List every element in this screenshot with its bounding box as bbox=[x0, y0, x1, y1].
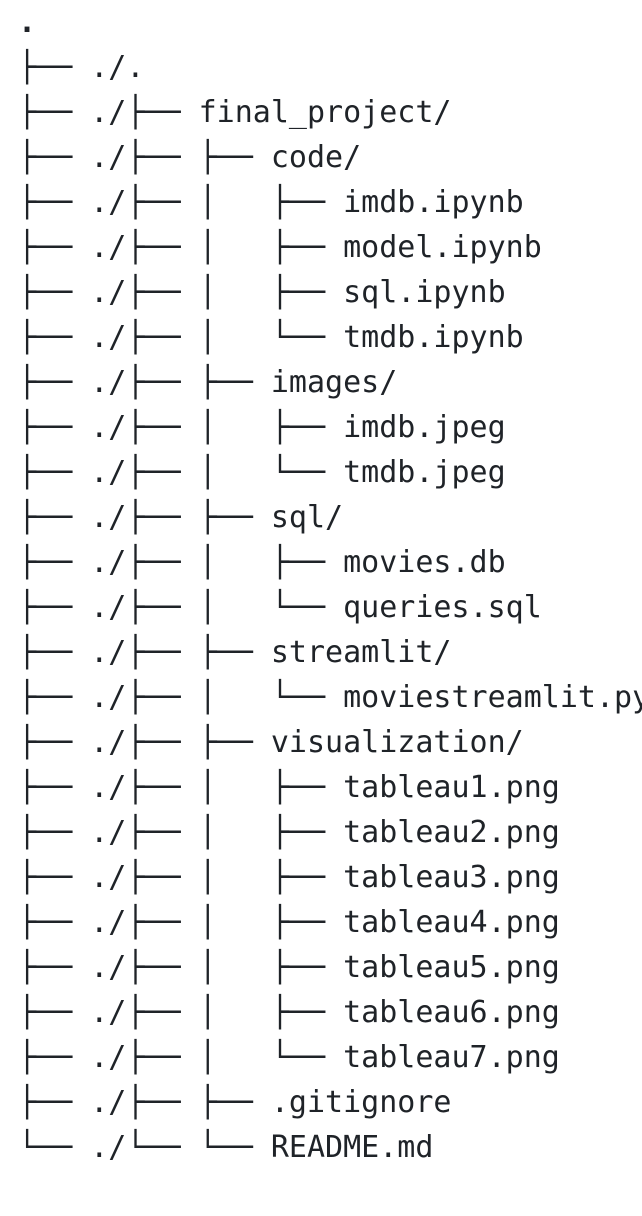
directory-tree: . ├── ./. ├── ./├── final_project/ ├── .… bbox=[18, 0, 642, 1170]
tree-line: ├── ./├── │ ├── imdb.jpeg bbox=[18, 410, 506, 445]
tree-line: ├── ./├── │ ├── tableau5.png bbox=[18, 950, 560, 985]
tree-line: ├── ./├── │ ├── sql.ipynb bbox=[18, 275, 506, 310]
tree-line: └── ./└── └── README.md bbox=[18, 1130, 434, 1165]
tree-line: ├── ./├── ├── code/ bbox=[18, 140, 362, 175]
tree-line: ├── ./├── │ └── moviestreamlit.py bbox=[18, 680, 642, 715]
tree-line: ├── ./├── ├── images/ bbox=[18, 365, 398, 400]
tree-line: ├── ./├── │ ├── movies.db bbox=[18, 545, 506, 580]
tree-line: ├── ./├── │ ├── tableau6.png bbox=[18, 995, 560, 1030]
tree-line: ├── ./├── │ └── tableau7.png bbox=[18, 1040, 560, 1075]
tree-line: ├── ./├── │ ├── tableau4.png bbox=[18, 905, 560, 940]
tree-line: ├── ./├── final_project/ bbox=[18, 95, 452, 130]
tree-line: ├── ./├── ├── streamlit/ bbox=[18, 635, 452, 670]
tree-line: ├── ./├── │ ├── imdb.ipynb bbox=[18, 185, 524, 220]
tree-line: ├── ./├── │ ├── model.ipynb bbox=[18, 230, 542, 265]
tree-line: ├── ./├── │ └── tmdb.jpeg bbox=[18, 455, 506, 490]
tree-line: ├── ./. bbox=[18, 50, 145, 85]
tree-line: ├── ./├── │ └── tmdb.ipynb bbox=[18, 320, 524, 355]
tree-line: ├── ./├── │ └── queries.sql bbox=[18, 590, 542, 625]
tree-line: ├── ./├── ├── visualization/ bbox=[18, 725, 524, 760]
tree-line: ├── ./├── │ ├── tableau1.png bbox=[18, 770, 560, 805]
tree-line: ├── ./├── ├── .gitignore bbox=[18, 1085, 452, 1120]
tree-line: ├── ./├── │ ├── tableau2.png bbox=[18, 815, 560, 850]
tree-root: . bbox=[18, 5, 37, 40]
tree-line: ├── ./├── │ ├── tableau3.png bbox=[18, 860, 560, 895]
tree-line: ├── ./├── ├── sql/ bbox=[18, 500, 344, 535]
